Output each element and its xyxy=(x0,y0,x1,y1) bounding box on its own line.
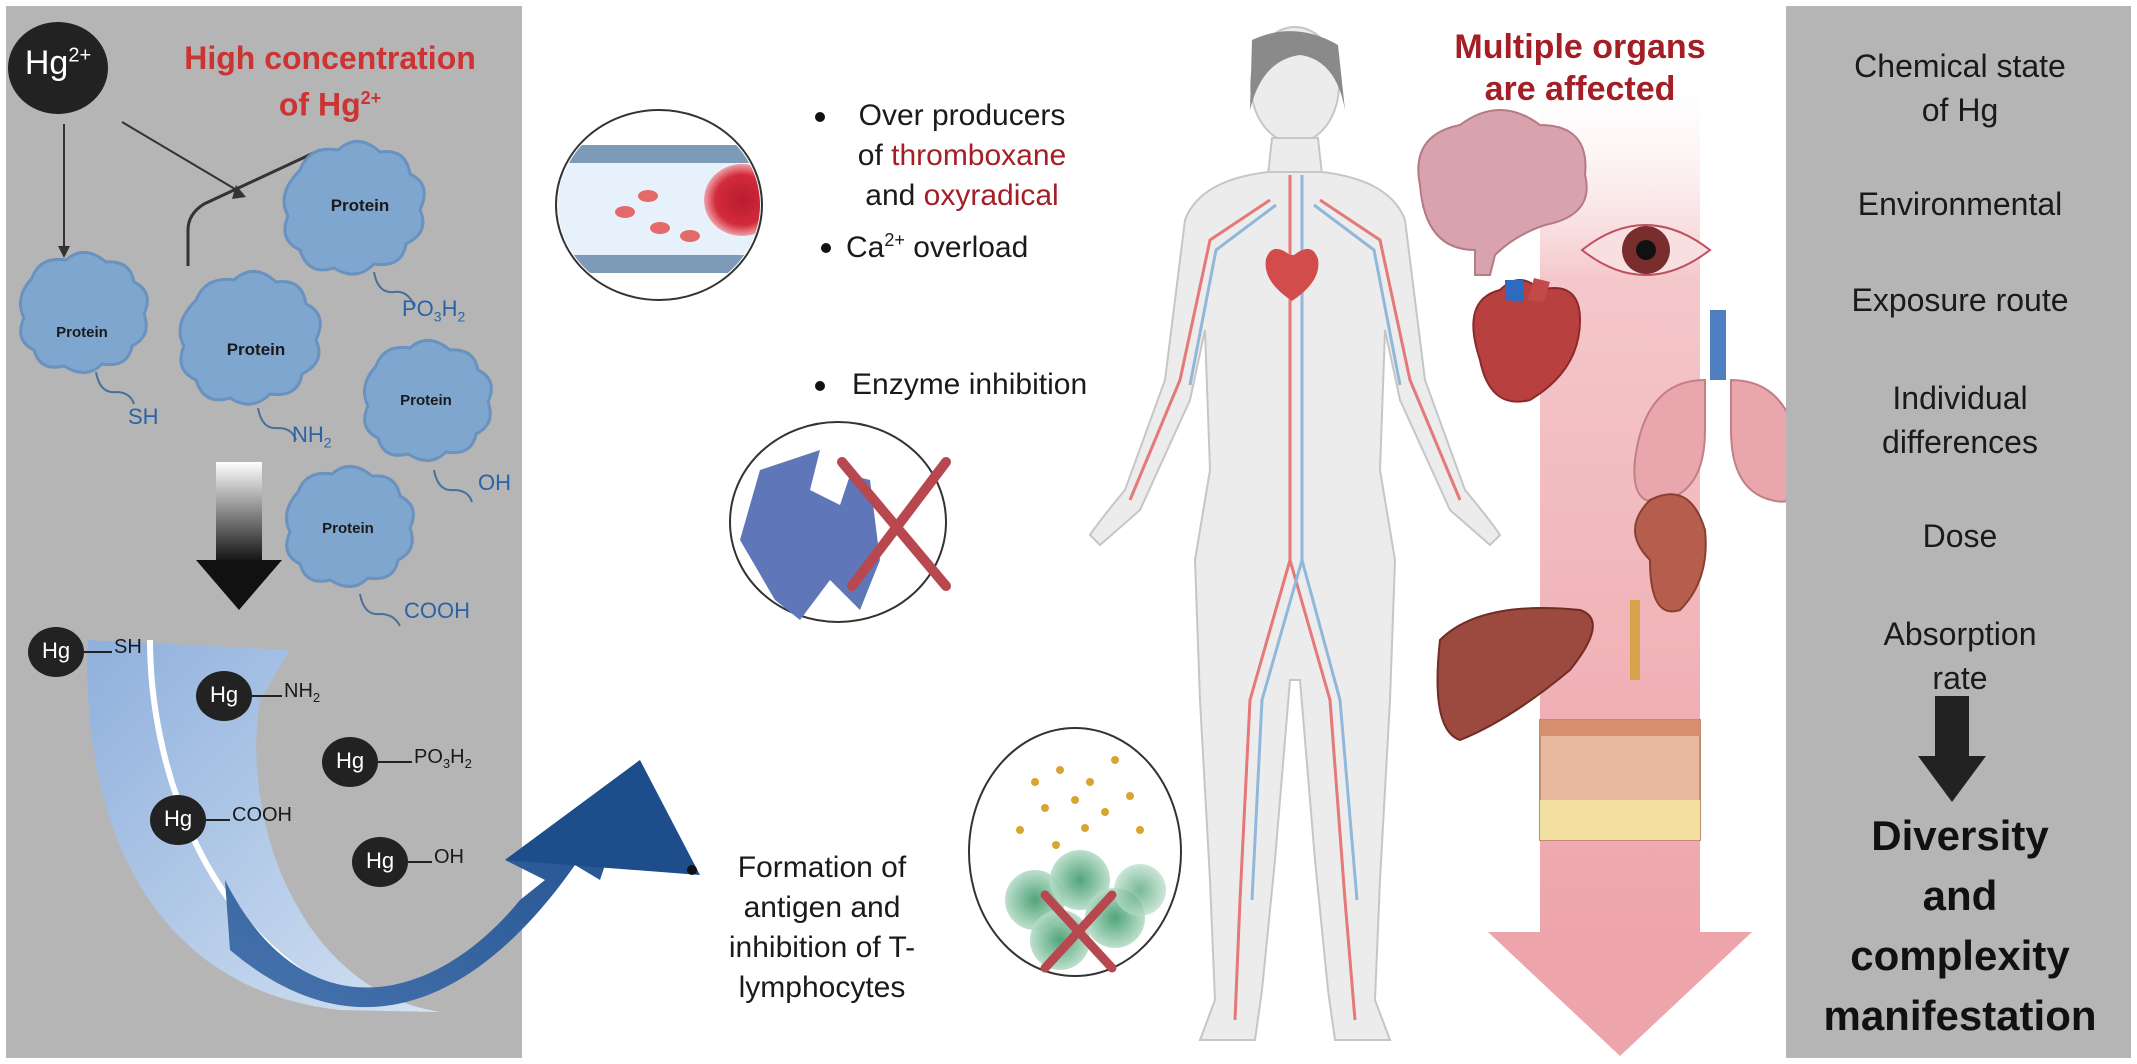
group-oh: OH xyxy=(478,470,511,495)
hg-ion-label: Hg2+ xyxy=(24,44,92,82)
hg-po3h2-group: PO3H2 xyxy=(414,746,472,771)
enzyme-shape xyxy=(740,450,880,620)
factor-absorption-rate: Absorption rate xyxy=(1883,616,2037,696)
factor-environmental: Environmental xyxy=(1857,186,2063,222)
bullets xyxy=(687,112,831,875)
protein-tails xyxy=(95,271,473,627)
blue-curved-arrow xyxy=(225,760,640,1008)
bracket-line xyxy=(186,148,321,266)
factor-individual-differences: Individual differences xyxy=(1882,380,2038,460)
effect-ca-overload: Ca2+ overload xyxy=(846,230,1029,264)
hg-label: Hg xyxy=(365,848,395,873)
down-arrow-body xyxy=(216,462,262,562)
protein-label: Protein xyxy=(322,520,374,537)
result-arrow-head xyxy=(1918,756,1986,802)
effect-antigen: Formation of antigen and inhibition of T… xyxy=(728,851,916,1004)
group-nh2: NH2 xyxy=(292,422,332,451)
eye xyxy=(1580,224,1712,276)
lungs xyxy=(1633,310,1803,503)
heart-small xyxy=(1265,248,1319,301)
vessels xyxy=(1128,175,1462,1021)
hg-label: Hg xyxy=(163,806,193,831)
tcells xyxy=(1005,850,1166,970)
hg-label: Hg xyxy=(41,638,71,663)
effect-thromboxane: Over producers of thromboxane and oxyrad… xyxy=(857,99,1067,212)
organs-title: Multiple organs are affected xyxy=(1454,28,1706,108)
hg-ion-circle xyxy=(8,22,108,114)
heart-organ xyxy=(1472,278,1582,403)
right-panel-bg xyxy=(1786,6,2131,1058)
hg-cooh-group: COOH xyxy=(232,804,292,826)
organs-arrow-head xyxy=(1488,932,1752,1056)
hg-sh-group: SH xyxy=(114,636,142,658)
protein-label: Protein xyxy=(56,324,108,341)
hg-nh2-group: NH2 xyxy=(284,680,321,705)
group-sh: SH xyxy=(128,404,159,429)
factor-chemical-state: Chemical state of Hg xyxy=(1854,48,2066,128)
down-arrow-head xyxy=(196,560,282,610)
curved-band xyxy=(87,640,440,1012)
hg-label: Hg xyxy=(209,682,239,707)
group-cooh: COOH xyxy=(404,598,470,623)
hg-complex-circles xyxy=(28,627,408,887)
effect-enzyme-inhibition: Enzyme inhibition xyxy=(852,368,1088,401)
blue-arrow-head xyxy=(505,760,700,875)
skin xyxy=(1539,719,1701,841)
result-arrow-body xyxy=(1935,696,1969,756)
enzyme-cross xyxy=(837,457,951,591)
hg-oh-group: OH xyxy=(434,846,464,868)
hg-bond-lines xyxy=(84,651,432,863)
protein-label: Protein xyxy=(400,392,452,409)
brain xyxy=(1417,109,1588,276)
hair xyxy=(1250,31,1345,110)
hg-label: Hg xyxy=(335,748,365,773)
high-concentration-title: High concentration of Hg2+ xyxy=(184,40,476,123)
result-diversity: Diversity and complexity manifestation xyxy=(1823,812,2097,1039)
group-po3h2: PO3H2 xyxy=(402,296,466,325)
arrow-to-proteins xyxy=(121,121,241,193)
liver xyxy=(1436,607,1594,742)
protein-label: Protein xyxy=(330,196,390,215)
protein-shapes xyxy=(18,140,493,588)
factor-dose: Dose xyxy=(1922,518,1998,554)
protein-label: Protein xyxy=(226,340,286,359)
kidney xyxy=(1630,493,1707,680)
factor-exposure-route: Exposure route xyxy=(1851,282,2069,318)
antigen-dots xyxy=(1016,756,1144,849)
tcell-cross xyxy=(1040,890,1117,973)
